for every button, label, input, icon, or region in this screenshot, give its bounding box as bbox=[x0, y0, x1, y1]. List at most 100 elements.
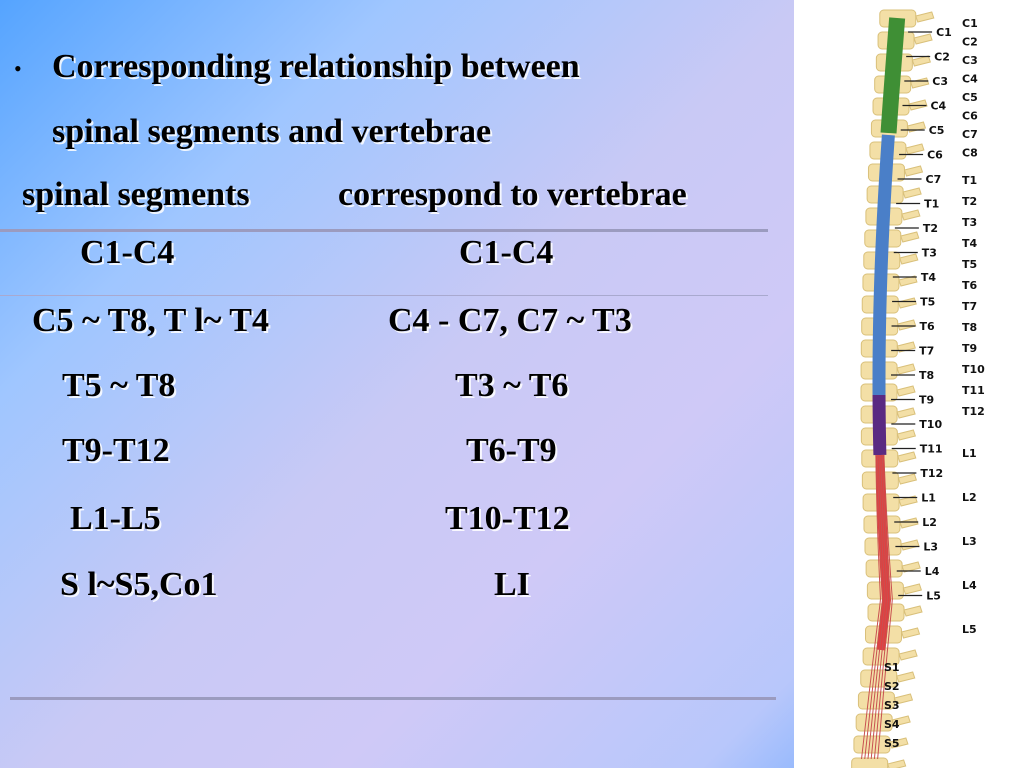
outer-vertebra-label: T1 bbox=[962, 174, 977, 187]
vertebra-process bbox=[897, 319, 917, 331]
vertebra-process bbox=[896, 363, 916, 375]
outer-vertebra-label: S5 bbox=[884, 737, 900, 750]
outer-vertebra-label: S2 bbox=[884, 680, 900, 693]
vertebrae-cell-row2: C4 - C7, C7 ~ T3 bbox=[388, 302, 632, 339]
header-divider bbox=[0, 229, 768, 232]
outer-vertebra-label: S1 bbox=[884, 661, 900, 674]
outer-vertebra-label: T9 bbox=[962, 342, 977, 355]
vertebra-process bbox=[902, 583, 923, 595]
outer-vertebra-label: T10 bbox=[962, 363, 985, 376]
vertebra-process bbox=[905, 143, 925, 155]
outer-vertebra-label: L5 bbox=[962, 623, 977, 636]
vertebra-process bbox=[900, 627, 921, 639]
outer-vertebra-label: T2 bbox=[962, 195, 977, 208]
bullet-title-line2: spinal segments and vertebrae bbox=[52, 113, 492, 150]
cauda-equina-strand bbox=[870, 454, 889, 760]
outer-vertebra-label: C7 bbox=[962, 128, 978, 141]
outer-vertebra-label: T3 bbox=[962, 216, 977, 229]
vertebra-process bbox=[896, 385, 916, 397]
vertebra-process bbox=[899, 517, 919, 529]
outer-vertebra-label: S4 bbox=[884, 718, 900, 731]
spinal-cord-segment bbox=[872, 394, 887, 456]
outer-vertebra-label: T12 bbox=[962, 405, 985, 418]
vertebra-process bbox=[893, 693, 914, 705]
outer-vertebra-label: C8 bbox=[962, 147, 978, 160]
spinal-cord-segment bbox=[875, 454, 891, 651]
spinal-cord-segment bbox=[872, 134, 895, 396]
vertebra-process bbox=[910, 77, 930, 89]
outer-vertebra-label: C5 bbox=[962, 91, 978, 104]
inner-segment-label: T10 bbox=[919, 418, 942, 431]
vertebra-process bbox=[913, 33, 933, 45]
vertebra-process bbox=[898, 649, 918, 661]
inner-segment-label: T12 bbox=[920, 467, 943, 480]
inner-segment-label: T11 bbox=[920, 443, 943, 456]
table-bottom-divider bbox=[10, 697, 776, 700]
inner-segment-label: C7 bbox=[926, 173, 942, 186]
vertebra-process bbox=[887, 759, 907, 771]
bullet-marker: • bbox=[14, 56, 22, 81]
vertebra-process bbox=[901, 209, 921, 221]
vertebra-process bbox=[900, 231, 920, 243]
vertebra-process bbox=[900, 539, 920, 551]
inner-segment-label: T5 bbox=[920, 296, 935, 309]
segment-cell-row4: T9-T12 bbox=[62, 432, 170, 469]
inner-segment-label: C6 bbox=[927, 149, 943, 162]
vertebrae-cell-row4: T6-T9 bbox=[466, 432, 557, 469]
vertebra-process bbox=[902, 187, 922, 199]
inner-segment-label: L3 bbox=[923, 541, 938, 554]
bullet-title-line1: Corresponding relationship between bbox=[52, 48, 580, 85]
outer-vertebra-label: C4 bbox=[962, 73, 978, 86]
outer-vertebra-label: T8 bbox=[962, 321, 977, 334]
spinal-cord-segment bbox=[880, 17, 906, 134]
inner-segment-label: C3 bbox=[932, 75, 948, 88]
outer-vertebra-label: C3 bbox=[962, 54, 978, 67]
segment-cell-row3: T5 ~ T8 bbox=[62, 367, 176, 404]
cauda-equina-strand bbox=[867, 454, 886, 760]
vertebra-process bbox=[897, 451, 917, 463]
vertebrae-cell-row5: T10-T12 bbox=[445, 500, 570, 537]
inner-segment-label: T7 bbox=[919, 345, 934, 358]
inner-segment-label: L5 bbox=[926, 590, 941, 603]
segment-cell-row6: S l~S5,Co1 bbox=[60, 566, 218, 603]
segment-cell-row5: L1-L5 bbox=[70, 500, 161, 537]
outer-vertebra-label: T4 bbox=[962, 237, 978, 250]
vertebra-process bbox=[911, 55, 931, 67]
outer-vertebra-label: T6 bbox=[962, 279, 978, 292]
row-divider bbox=[0, 295, 768, 296]
vertebra-process bbox=[896, 407, 916, 419]
column-header-vertebrae: correspond to vertebrae bbox=[338, 176, 687, 213]
inner-segment-label: C5 bbox=[929, 124, 945, 137]
outer-vertebra-label: C1 bbox=[962, 17, 978, 30]
inner-segment-label: T2 bbox=[923, 222, 938, 235]
segment-cell-row1: C1-C4 bbox=[80, 234, 175, 271]
outer-vertebra-label: T7 bbox=[962, 300, 977, 313]
column-header-segments: spinal segments bbox=[22, 176, 250, 213]
vertebra-process bbox=[896, 671, 916, 683]
inner-segment-label: T8 bbox=[919, 369, 934, 382]
vertebra-process bbox=[915, 11, 935, 23]
inner-segment-label: T6 bbox=[920, 320, 936, 333]
vertebra-process bbox=[896, 429, 917, 441]
cauda-equina-strand bbox=[877, 454, 893, 760]
outer-vertebra-label: L2 bbox=[962, 491, 977, 504]
outer-vertebra-label: T11 bbox=[962, 384, 985, 397]
vertebra-process bbox=[903, 165, 924, 177]
vertebra-process bbox=[889, 737, 909, 749]
spine-illustration: C1C2C3C4C5C6C7T1T2T3T4T5T6T7T8T9T10T11T1… bbox=[851, 9, 985, 773]
vertebra-process bbox=[891, 715, 911, 727]
cauda-equina-strand bbox=[873, 454, 891, 760]
vertebra-process bbox=[897, 473, 918, 485]
inner-segment-label: T1 bbox=[924, 198, 939, 211]
vertebrae-cell-row6: LI bbox=[494, 566, 530, 603]
vertebra-process bbox=[897, 297, 917, 309]
inner-segment-label: C4 bbox=[930, 100, 946, 113]
vertebra-process bbox=[901, 561, 921, 573]
vertebra-process bbox=[903, 605, 923, 617]
inner-segment-label: T9 bbox=[919, 394, 934, 407]
inner-segment-label: L4 bbox=[925, 565, 940, 578]
segment-cell-row2: C5 ~ T8, T l~ T4 bbox=[32, 302, 269, 339]
outer-vertebra-label: C2 bbox=[962, 36, 978, 49]
inner-segment-label: L2 bbox=[922, 516, 937, 529]
